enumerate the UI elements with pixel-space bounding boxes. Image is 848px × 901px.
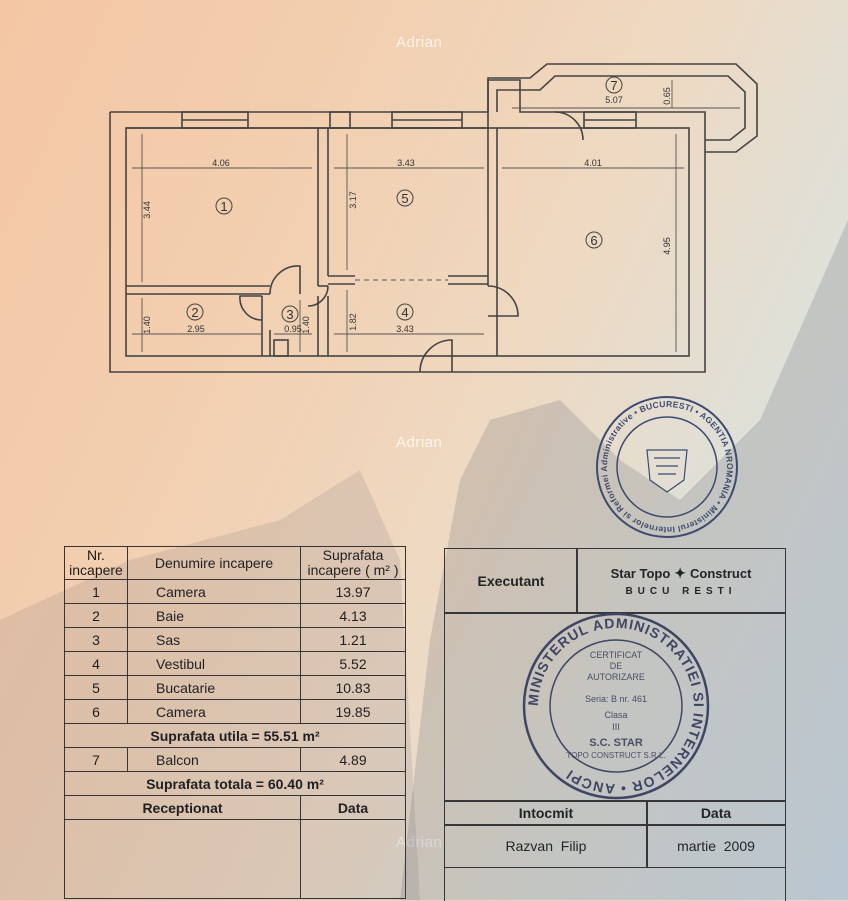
company-city-left: BUCU bbox=[625, 586, 675, 597]
table-row: 4 Vestibul 5.52 bbox=[64, 651, 406, 676]
certificate-stamp-ring-text: MINISTERUL ADMINISTRATIEI SI INTERNELOR … bbox=[525, 615, 706, 797]
drawn-by-value: Razvan Filip bbox=[444, 824, 648, 868]
row-name: Vestibul bbox=[127, 651, 301, 676]
row-name: Camera bbox=[127, 699, 301, 724]
table-row: 3 Sas 1.21 bbox=[64, 627, 406, 652]
row-nr: 1 bbox=[64, 579, 128, 604]
row-name: Bucatarie bbox=[127, 675, 301, 700]
header-name: Denumire incapere bbox=[127, 546, 301, 580]
dim-r2-width: 2.95 bbox=[187, 324, 205, 334]
table-row: 1 Camera 13.97 bbox=[64, 579, 406, 604]
room-number-2: 2 bbox=[191, 305, 198, 320]
reception-blank-row bbox=[64, 819, 406, 899]
reception-header-row: Receptionat Data bbox=[64, 795, 406, 820]
room-number-1: 1 bbox=[220, 199, 227, 214]
header-area: Suprafata incapere ( m² ) bbox=[300, 546, 406, 580]
cert-line7: S.C. STAR bbox=[589, 737, 643, 749]
dim-r4-width: 3.43 bbox=[396, 324, 414, 334]
dim-r5-width: 3.43 bbox=[397, 158, 415, 168]
row-name: Baie bbox=[127, 603, 301, 628]
cert-line4: Seria: B nr. 461 bbox=[585, 694, 647, 704]
svg-text:ROMANIA • Ministerul Internelo: ROMANIA • Ministerul Internelor si Refor… bbox=[592, 392, 742, 542]
row-area: 19.85 bbox=[300, 699, 406, 724]
row-nr: 2 bbox=[64, 603, 128, 628]
room-number-5: 5 bbox=[401, 191, 408, 206]
received-signature-cell bbox=[64, 819, 301, 899]
certificate-stamp: MINISTERUL ADMINISTRATIEI SI INTERNELOR … bbox=[522, 612, 710, 800]
reception-date-cell bbox=[300, 819, 406, 899]
company-name-right: Construct bbox=[690, 566, 752, 581]
table-row: 2 Baie 4.13 bbox=[64, 603, 406, 628]
room-number-4: 4 bbox=[401, 305, 408, 320]
company-line2: BUCU RESTI bbox=[625, 586, 736, 597]
row-area: 13.97 bbox=[300, 579, 406, 604]
balcony-area: 4.89 bbox=[300, 747, 406, 772]
table-row: 7 Balcon 4.89 bbox=[64, 747, 406, 772]
watermark-top: Adrian bbox=[396, 34, 443, 51]
cert-line8: TOPO CONSTRUCT S.R.L. bbox=[566, 751, 665, 760]
company-city-right: RESTI bbox=[682, 586, 737, 597]
usable-total-row: Suprafata utila = 55.51 m² bbox=[64, 723, 406, 748]
table-header-row: Nr. incapere Denumire incapere Suprafata… bbox=[64, 546, 406, 580]
company-name-left: Star Topo bbox=[610, 566, 671, 581]
dim-r6-height: 4.95 bbox=[662, 237, 672, 255]
row-area: 10.83 bbox=[300, 675, 406, 700]
title-date-label: Data bbox=[646, 800, 786, 826]
cert-line1: CERTIFICAT bbox=[590, 650, 643, 660]
room-number-6: 6 bbox=[590, 233, 597, 248]
dim-r6-width: 4.01 bbox=[584, 158, 602, 168]
dim-r3-height: 1.40 bbox=[301, 316, 311, 334]
drawn-by-label: Intocmit bbox=[444, 800, 648, 826]
dim-r7-width: 5.07 bbox=[605, 95, 623, 105]
title-date-value: martie 2009 bbox=[646, 824, 786, 868]
grand-total: Suprafata totala = 60.40 m² bbox=[64, 771, 406, 796]
dim-r4-height: 1.82 bbox=[348, 313, 358, 331]
row-name: Camera bbox=[127, 579, 301, 604]
row-area: 1.21 bbox=[300, 627, 406, 652]
row-area: 5.52 bbox=[300, 651, 406, 676]
cert-line3: AUTORIZARE bbox=[587, 672, 645, 682]
row-nr: 6 bbox=[64, 699, 128, 724]
received-label: Receptionat bbox=[64, 795, 301, 820]
agency-stamp: ROMANIA • Ministerul Internelor si Refor… bbox=[592, 392, 742, 542]
row-nr: 3 bbox=[64, 627, 128, 652]
cert-line2: DE bbox=[610, 661, 623, 671]
dim-r1-width: 4.06 bbox=[212, 158, 230, 168]
header-nr: Nr. incapere bbox=[64, 546, 128, 580]
executant-label: Executant bbox=[444, 548, 578, 614]
floor-plan: 4.06 3.43 4.01 3.44 3.17 4.95 2.95 0.95 … bbox=[109, 63, 758, 373]
row-name: Sas bbox=[127, 627, 301, 652]
row-area: 4.13 bbox=[300, 603, 406, 628]
svg-text:MINISTERUL ADMINISTRATIEI SI I: MINISTERUL ADMINISTRATIEI SI INTERNELOR … bbox=[525, 615, 707, 797]
room-number-3: 3 bbox=[286, 307, 293, 322]
dim-r3-width: 0.95 bbox=[284, 324, 302, 334]
balcony-nr: 7 bbox=[64, 747, 128, 772]
balcony-name: Balcon bbox=[127, 747, 301, 772]
watermark-middle: Adrian bbox=[396, 434, 443, 451]
cert-line6: III bbox=[612, 722, 620, 732]
grand-total-row: Suprafata totala = 60.40 m² bbox=[64, 771, 406, 796]
reception-date-label: Data bbox=[300, 795, 406, 820]
compass-icon: ✦ bbox=[674, 565, 687, 581]
row-nr: 4 bbox=[64, 651, 128, 676]
cert-line5: Clasa bbox=[604, 710, 627, 720]
dim-r7-depth: 0.65 bbox=[662, 87, 672, 105]
dim-r5-height: 3.17 bbox=[348, 191, 358, 209]
room-number-7: 7 bbox=[610, 78, 617, 93]
dim-r2-height: 1.40 bbox=[142, 316, 152, 334]
rooms-table: Nr. incapere Denumire incapere Suprafata… bbox=[64, 546, 406, 899]
company-logo: Star Topo ✦ Construct BUCU RESTI bbox=[576, 548, 786, 614]
table-row: 6 Camera 19.85 bbox=[64, 699, 406, 724]
company-line1: Star Topo ✦ Construct bbox=[611, 565, 752, 582]
watermark-bottom: Adrian bbox=[396, 834, 443, 851]
row-nr: 5 bbox=[64, 675, 128, 700]
stamp-area bbox=[444, 612, 786, 802]
usable-total: Suprafata utila = 55.51 m² bbox=[64, 723, 406, 748]
table-row: 5 Bucatarie 10.83 bbox=[64, 675, 406, 700]
dim-r1-height: 3.44 bbox=[142, 201, 152, 219]
agency-stamp-text: ROMANIA • Ministerul Internelor si Refor… bbox=[592, 392, 742, 542]
